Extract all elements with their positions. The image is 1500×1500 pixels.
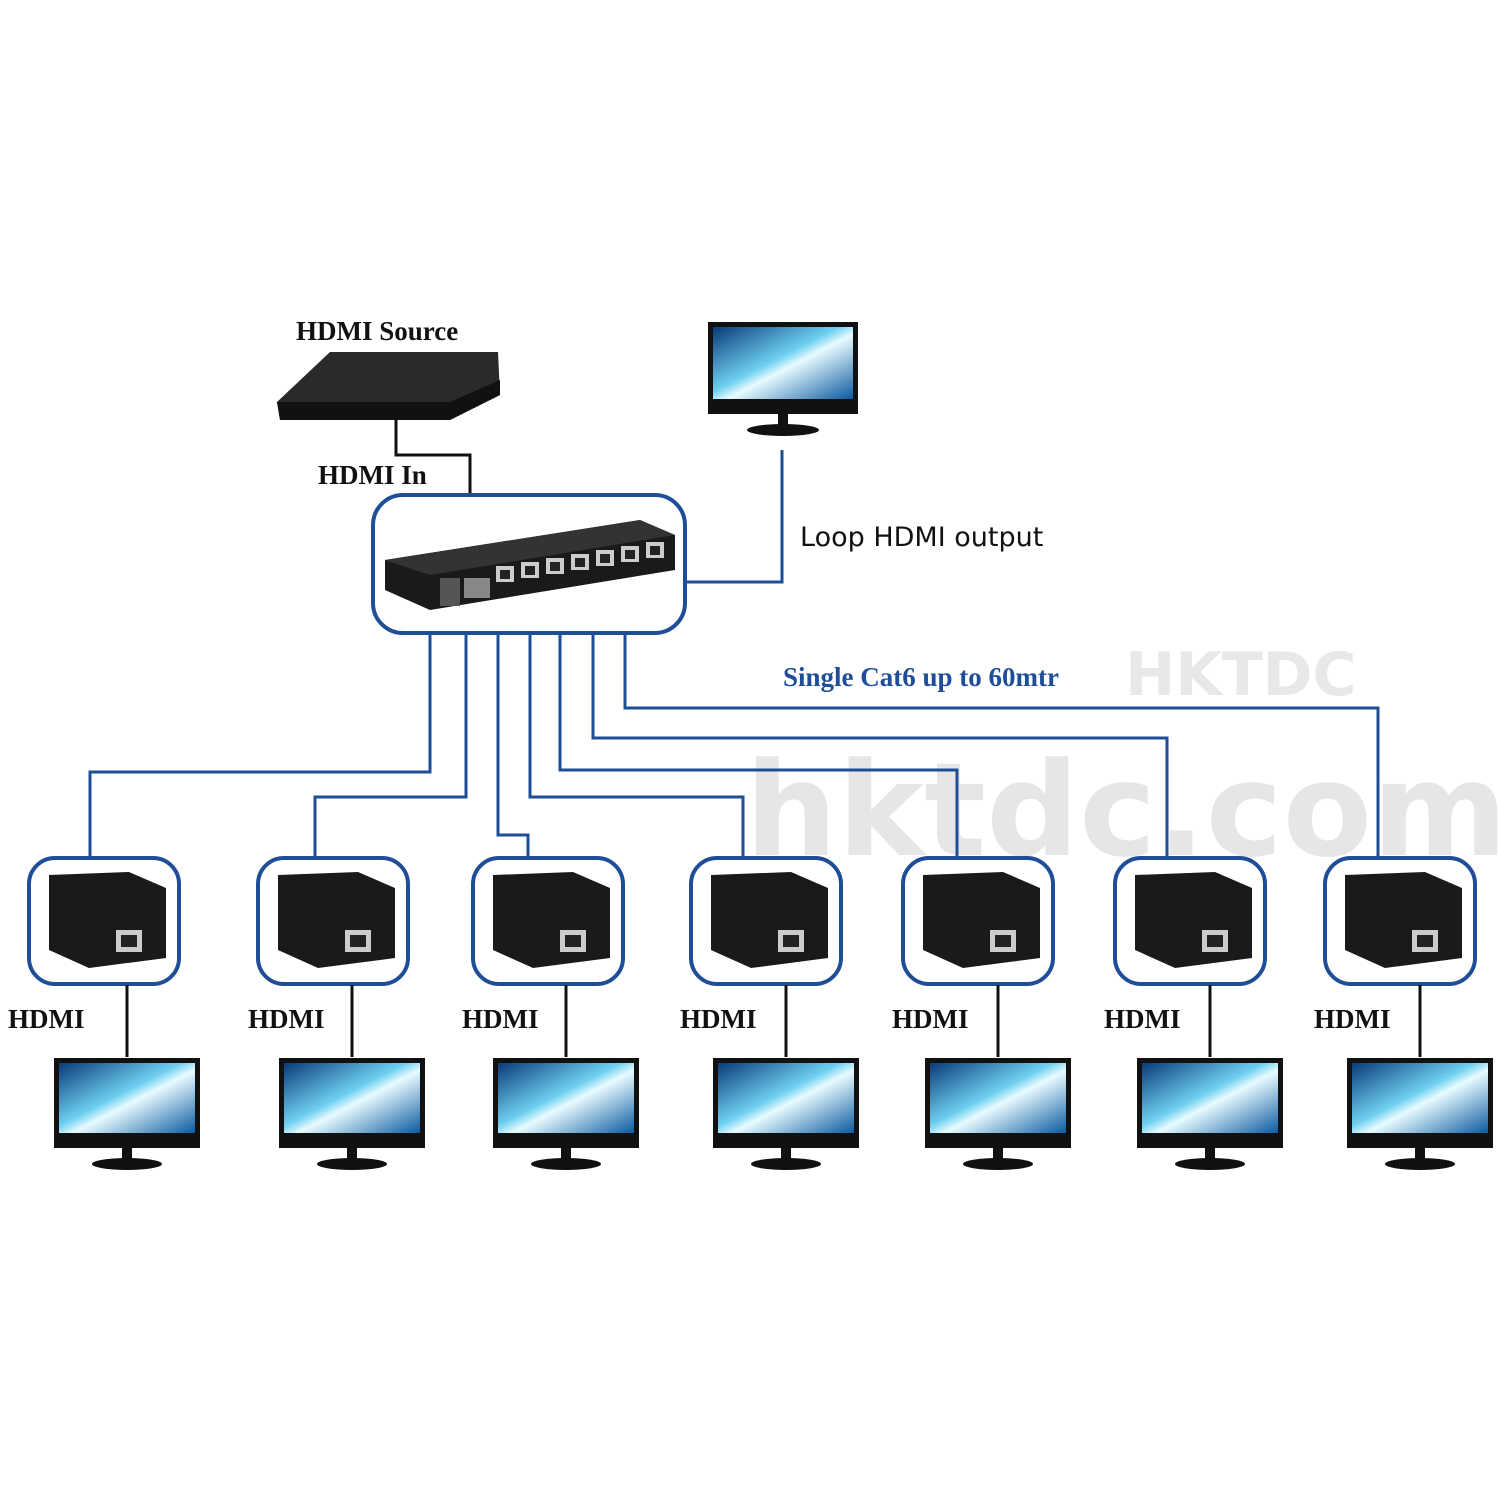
monitor-icon <box>925 1058 1071 1170</box>
splitter-device-icon <box>385 520 675 610</box>
receiver-3: HDMI <box>462 634 639 1170</box>
cat6-cable <box>88 634 432 858</box>
hdmi-output-label: HDMI <box>680 1004 757 1034</box>
hdmi-in-label: HDMI In <box>318 460 427 490</box>
cat6-cable <box>623 634 1380 858</box>
monitor-icon <box>54 1058 200 1170</box>
hdmi-extender-receiver-icon <box>1135 872 1252 968</box>
hdmi-output-label: HDMI <box>1314 1004 1391 1034</box>
cat6-cable <box>528 634 745 858</box>
hdmi-in-wire <box>394 420 472 494</box>
hdmi-extender-receiver-icon <box>493 872 610 968</box>
power-port-icon <box>440 578 460 606</box>
hdmi-port-icon <box>464 578 490 598</box>
hdmi-output-label: HDMI <box>1104 1004 1181 1034</box>
receiver-2: HDMI <box>248 634 468 1170</box>
loop-monitor-icon <box>708 322 858 436</box>
hdmi-output-label: HDMI <box>248 1004 325 1034</box>
cat6-cable <box>313 634 468 858</box>
cat6-cable <box>591 634 1169 858</box>
receiver-7: HDMI <box>623 634 1493 1170</box>
cat6-cable <box>496 634 530 858</box>
hdmi-extender-receiver-icon <box>923 872 1040 968</box>
hdmi-extender-receiver-icon <box>1345 872 1462 968</box>
monitor-icon <box>279 1058 425 1170</box>
hdmi-extender-receiver-icon <box>49 872 166 968</box>
source-label: HDMI Source <box>296 316 458 346</box>
watermark-logo: HKTDC <box>1125 640 1356 710</box>
monitor-icon <box>713 1058 859 1170</box>
blu-ray-player-icon <box>277 352 500 420</box>
hdmi-output-label: HDMI <box>8 1004 85 1034</box>
receiver-5: HDMI <box>558 634 1071 1170</box>
monitor-icon <box>1347 1058 1493 1170</box>
hdmi-extender-receiver-icon <box>711 872 828 968</box>
hdmi-output-label: HDMI <box>892 1004 969 1034</box>
hdmi-output-label: HDMI <box>462 1004 539 1034</box>
hdmi-extender-receiver-icon <box>278 872 395 968</box>
cat6-cable <box>558 634 959 858</box>
loop-output-wire <box>686 450 784 584</box>
loop-output-label: Loop HDMI output <box>800 522 1043 553</box>
receiver-1: HDMI <box>8 634 432 1170</box>
cable-label: Single Cat6 up to 60mtr <box>783 662 1059 692</box>
receiver-4: HDMI <box>528 634 859 1170</box>
monitor-icon <box>1137 1058 1283 1170</box>
receiver-6: HDMI <box>591 634 1283 1170</box>
monitor-icon <box>493 1058 639 1170</box>
